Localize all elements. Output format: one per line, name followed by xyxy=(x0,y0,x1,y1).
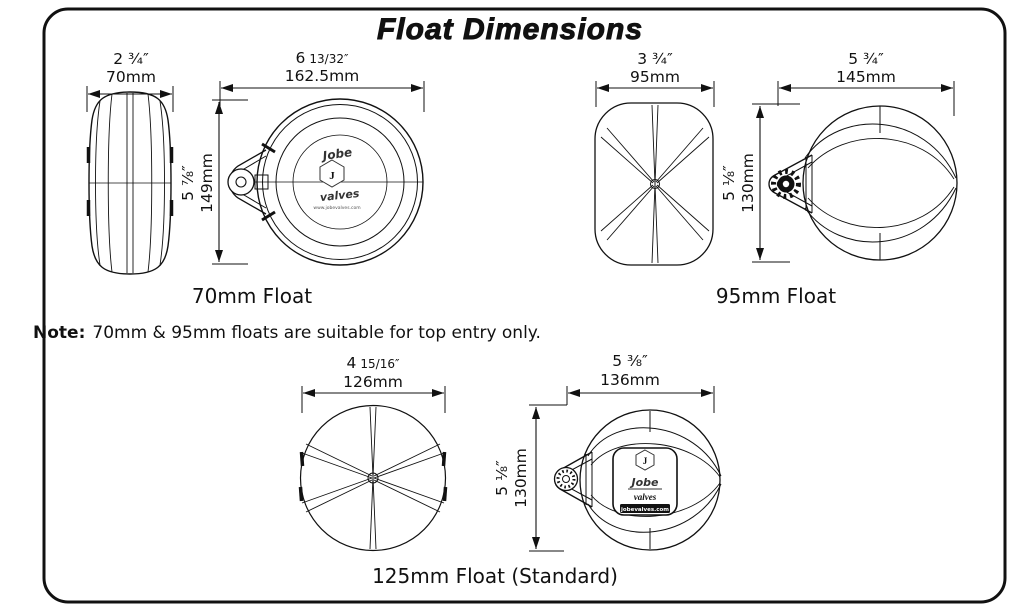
dim-95-width-mm: 95mm xyxy=(630,68,680,86)
logo-hexagon-icon xyxy=(635,449,655,471)
logo-brand-text: Jobe xyxy=(630,476,660,489)
logo-product-text: valves xyxy=(319,187,360,204)
dim-125-width: 5 ⅜″ 136mm xyxy=(566,352,715,413)
dim-70-height-mm: 149mm xyxy=(198,153,216,213)
float-70-side-view xyxy=(86,91,174,275)
dim-70-height: 5 ⅞″ 149mm xyxy=(179,99,248,265)
float-95-front-view xyxy=(594,102,714,266)
dim-70-width-mm: 70mm xyxy=(106,68,156,86)
float-125-label: 125mm Float (Standard) xyxy=(372,564,618,588)
dim-95-dia-mm: 145mm xyxy=(836,68,896,86)
float-125-front-view xyxy=(298,404,448,552)
logo-site-text: www.jobevalves.com xyxy=(313,205,360,211)
dim-125-height-mm: 130mm xyxy=(512,448,530,508)
page-title: Float Dimensions xyxy=(377,13,643,46)
dim-125-dia-mm: 126mm xyxy=(343,373,403,391)
logo-monogram: J xyxy=(329,170,335,182)
float-95-label: 95mm Float xyxy=(716,284,836,308)
float-95-side-view xyxy=(768,105,958,261)
sheet-border xyxy=(42,7,1007,604)
dim-125-height: 5 ⅛″ 130mm xyxy=(493,404,567,552)
logo-hexagon-icon xyxy=(319,159,345,188)
float-95-group: 3 ¾″ 95mm 5 ¾″ 145mm xyxy=(594,50,958,308)
logo-brand-text: Jobe xyxy=(320,145,353,163)
dim-125-width-inches: 5 ⅜″ xyxy=(612,352,648,370)
dim-95-width-inches: 3 ¾″ xyxy=(637,50,673,68)
dim-95-height-mm: 130mm xyxy=(739,153,757,213)
dim-95-height-inches: 5 ⅛″ xyxy=(720,165,738,201)
logo-product-text: valves xyxy=(634,492,657,502)
float-70-front-view: Jobe J valves www.jobevalves.com xyxy=(227,98,424,266)
jobe-valves-logo: Jobe J valves www.jobevalves.com xyxy=(313,145,360,211)
dim-95-diameter: 5 ¾″ 145mm xyxy=(777,50,955,116)
dim-70-width-inches: 2 ¾″ xyxy=(113,50,149,68)
float-125-nose xyxy=(553,451,593,508)
dim-70-dia-mm: 162.5mm xyxy=(285,67,360,85)
logo-monogram: J xyxy=(643,456,648,466)
dim-70-height-inches: 5 ⅞″ xyxy=(179,165,197,201)
float-70-nose xyxy=(227,142,276,222)
logo-site-bar xyxy=(620,504,670,513)
float-125-side-view: J Jobe valves jobevalves.com xyxy=(553,409,722,551)
dim-125-width-mm: 136mm xyxy=(600,371,660,389)
float-70-hub-icon xyxy=(227,168,255,196)
note-text: Note:70mm & 95mm floats are suitable for… xyxy=(33,323,541,343)
mold-seam-marks xyxy=(298,451,448,502)
logo-site-text: jobevalves.com xyxy=(620,507,669,513)
valve-gear-icon xyxy=(771,169,801,199)
logo-plate: J Jobe valves jobevalves.com xyxy=(612,447,678,516)
float-hub-icon xyxy=(553,466,579,492)
dim-95-width: 3 ¾″ 95mm xyxy=(595,50,715,107)
float-95-nose xyxy=(768,154,813,214)
dim-95-dia-inches: 5 ¾″ xyxy=(848,50,884,68)
float-70-label: 70mm Float xyxy=(192,284,312,308)
dim-70-width: 2 ¾″ 70mm xyxy=(86,50,174,112)
dim-125-height-inches: 5 ⅛″ xyxy=(493,460,511,496)
mold-seam-marks xyxy=(86,147,174,216)
dim-95-height: 5 ⅛″ 130mm xyxy=(720,103,800,263)
